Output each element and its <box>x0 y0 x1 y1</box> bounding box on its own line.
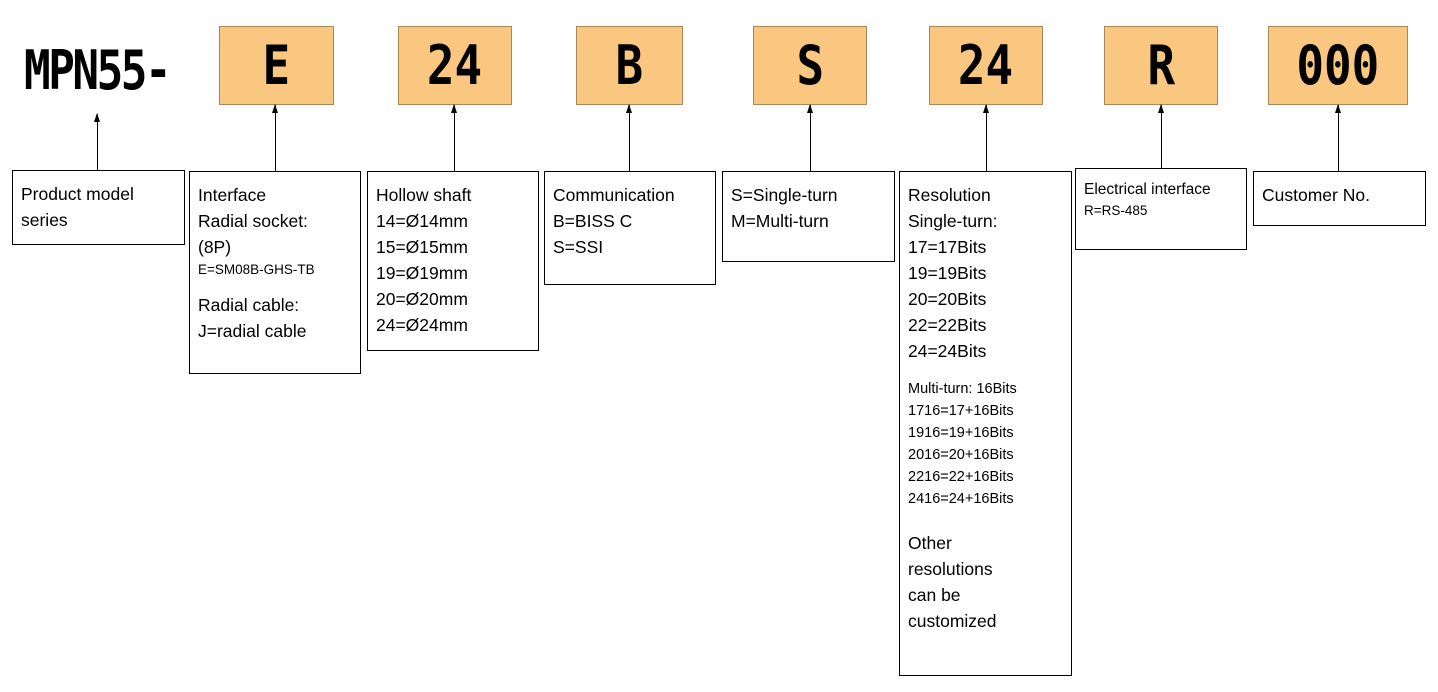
model-prefix: MPN55- <box>24 39 172 102</box>
connector-arrow <box>1335 104 1341 171</box>
code-electrical: R <box>1104 26 1218 105</box>
box-resolution: Resolution Single-turn: 17=17Bits 19=19B… <box>899 171 1072 676</box>
connector-arrow <box>983 104 989 171</box>
box-turn: S=Single-turn M=Multi-turn <box>722 171 895 262</box>
box-customer-no: Customer No. <box>1253 171 1426 226</box>
code-turn: S <box>753 26 867 105</box>
code-resolution: 24 <box>929 26 1043 105</box>
connector-arrow <box>1158 104 1164 168</box>
code-communication: B <box>576 26 683 105</box>
code-hollow-shaft: 24 <box>398 26 512 105</box>
connector-arrow <box>272 104 278 171</box>
box-interface: Interface Radial socket: (8P) E=SM08B-GH… <box>189 171 361 374</box>
connector-arrow <box>94 113 100 170</box>
connector-arrow <box>451 104 457 171</box>
code-interface: E <box>219 26 334 105</box>
code-customer: 000 <box>1268 26 1408 105</box>
box-electrical-interface: Electrical interface R=RS-485 <box>1075 168 1247 250</box>
box-product-series: Product model series <box>12 170 185 245</box>
connector-arrow <box>626 104 632 171</box>
box-hollow-shaft: Hollow shaft 14=Ø14mm 15=Ø15mm 19=Ø19mm … <box>367 171 539 351</box>
box-communication: Communication B=BISS C S=SSI <box>544 171 716 285</box>
connector-arrow <box>807 104 813 171</box>
